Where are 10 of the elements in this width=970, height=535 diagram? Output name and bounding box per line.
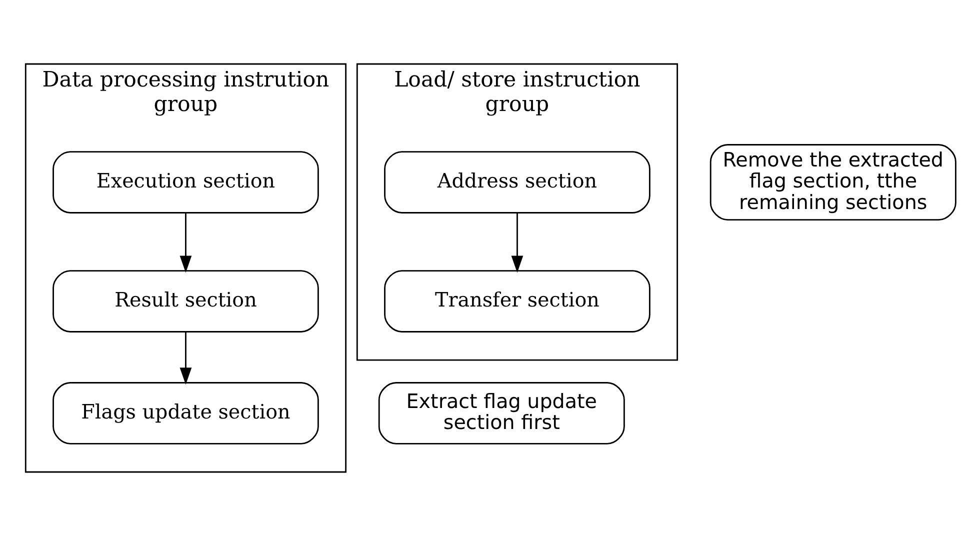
node-box: Flags update section	[52, 382, 319, 444]
node-box: Transfer section	[384, 270, 650, 332]
node-box: Result section	[52, 270, 319, 332]
node-box: Address section	[384, 150, 650, 213]
node-box: Remove the extracted flag section, tthe remaining sections	[710, 144, 956, 220]
arrow	[511, 212, 524, 272]
node-box: Execution section	[52, 150, 319, 213]
arrow	[180, 331, 192, 384]
node-box: Extract flag update section first	[378, 382, 625, 444]
arrow	[180, 212, 192, 272]
